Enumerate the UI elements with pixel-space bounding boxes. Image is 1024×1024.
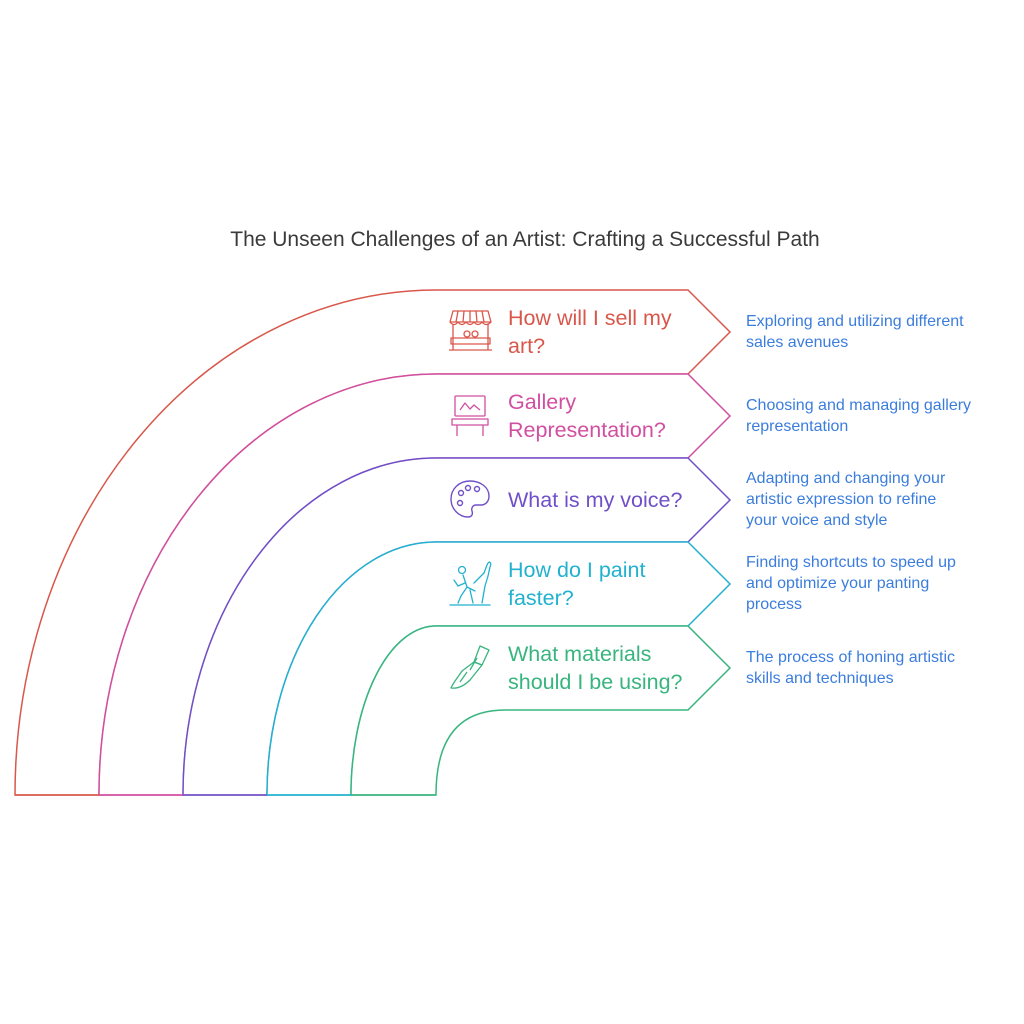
palette-icon — [450, 480, 490, 518]
market-stall-icon — [449, 310, 492, 351]
question-3: What is my voice? — [508, 488, 683, 512]
easel-icon — [451, 395, 489, 436]
band-arc-5 — [350, 625, 732, 796]
diagram-title: The Unseen Challenges of an Artist: Craf… — [230, 228, 820, 251]
painter-figure-icon — [449, 561, 492, 606]
paintbrush-icon — [450, 645, 490, 689]
